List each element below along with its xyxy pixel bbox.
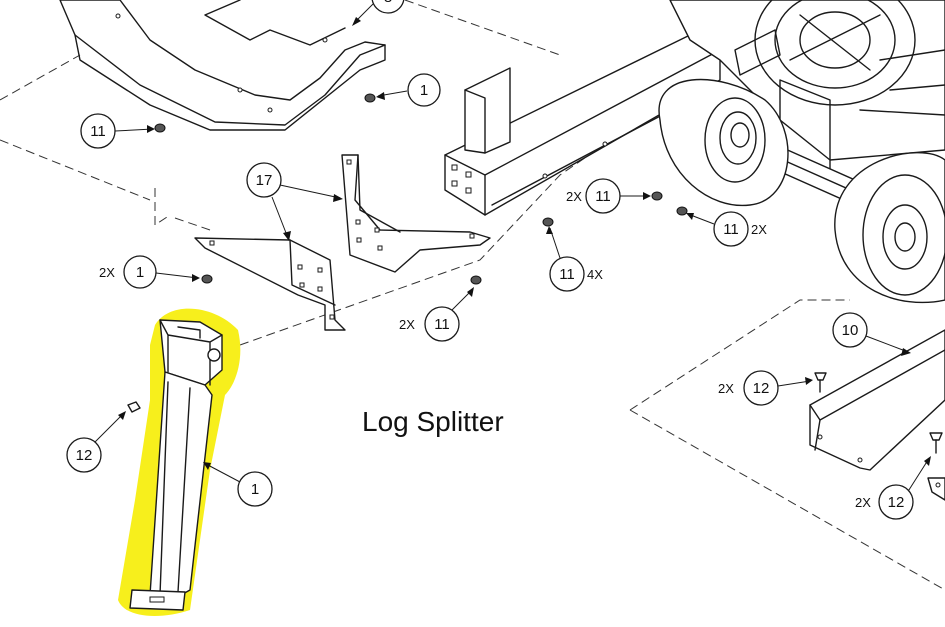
callout-number: 12 bbox=[888, 494, 905, 511]
callout-11-axle-right: 11 2X bbox=[676, 206, 767, 247]
callout-number: 11 bbox=[434, 316, 450, 333]
callout-11-left: 11 bbox=[80, 113, 166, 149]
callout-1-2x: 2X 1 bbox=[99, 255, 213, 289]
callout-12-left: 12 bbox=[66, 401, 141, 473]
bracket-right bbox=[341, 154, 491, 273]
callout-number: 12 bbox=[76, 447, 93, 464]
callout-number: 1 bbox=[251, 481, 259, 498]
callout-number: 12 bbox=[753, 380, 770, 397]
callout-qty: 4X bbox=[587, 267, 603, 282]
callout-qty: 2X bbox=[99, 265, 115, 280]
tray-plate bbox=[809, 329, 945, 471]
callout-number: 8 bbox=[384, 0, 392, 6]
callout-number: 11 bbox=[723, 221, 739, 238]
callout-1-top: 1 bbox=[364, 73, 441, 107]
callout-12-right-bottom: 2X 12 bbox=[855, 432, 943, 520]
callout-number: 10 bbox=[842, 322, 859, 339]
callout-10: 10 bbox=[832, 312, 911, 356]
dashed-guide-lines bbox=[0, 0, 945, 591]
callout-qty: 2X bbox=[399, 317, 415, 332]
callout-number: 1 bbox=[420, 82, 428, 99]
callout-17: 17 bbox=[246, 162, 343, 241]
callout-number: 11 bbox=[90, 123, 106, 140]
callout-number: 11 bbox=[559, 266, 575, 283]
engine-assembly bbox=[669, 0, 945, 171]
callout-number: 17 bbox=[256, 172, 273, 189]
bracket-left bbox=[194, 237, 346, 331]
callout-qty: 2X bbox=[566, 189, 582, 204]
wheel-left bbox=[658, 78, 789, 207]
callout-number: 1 bbox=[136, 264, 144, 281]
leg-stand-highlighted bbox=[118, 308, 241, 616]
callout-1-leg: 1 bbox=[203, 462, 273, 507]
wheel-right bbox=[834, 152, 945, 304]
callout-qty: 2X bbox=[751, 222, 767, 237]
callout-11-4x: 11 4X bbox=[542, 217, 603, 292]
right-edge-bracket bbox=[927, 477, 945, 501]
callout-qty: 2X bbox=[855, 495, 871, 510]
callout-top: 8 bbox=[352, 0, 405, 26]
callout-12-right-top: 2X 12 bbox=[718, 370, 827, 406]
diagram-title: Log Splitter bbox=[362, 406, 504, 437]
callout-qty: 2X bbox=[718, 381, 734, 396]
callout-11-mid: 2X 11 bbox=[399, 275, 482, 342]
shield-plate bbox=[59, 0, 386, 131]
callout-11-axle-left: 2X 11 bbox=[566, 178, 663, 214]
callout-number: 11 bbox=[595, 188, 611, 205]
